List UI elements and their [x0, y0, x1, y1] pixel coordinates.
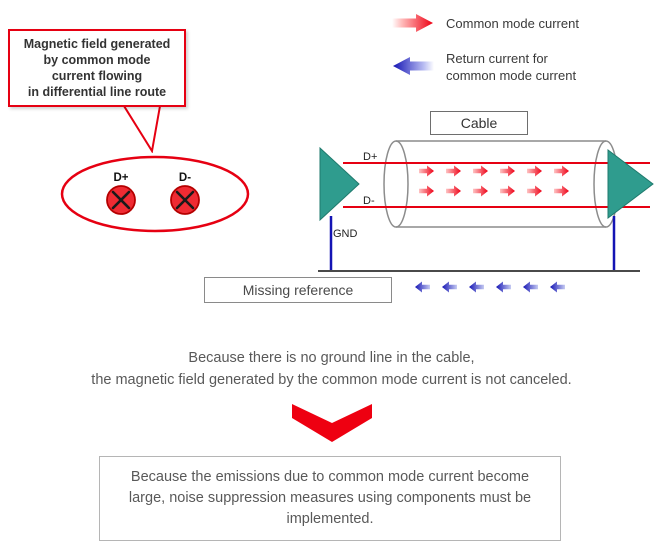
cable-d-minus-label: D-	[363, 195, 375, 207]
explanation-caption: Because there is no ground line in the c…	[0, 347, 663, 391]
callout-line: by common mode	[43, 53, 151, 67]
field-loop-ellipse-icon	[60, 155, 250, 233]
callout-line: Magnetic field generated	[23, 37, 171, 51]
caption-line: Because there is no ground line in the c…	[188, 350, 475, 366]
gnd-label: GND	[333, 228, 358, 240]
return-current-label-line: Return current for	[446, 51, 548, 66]
missing-reference-box: Missing reference	[204, 277, 392, 303]
callout-pointer-icon	[123, 105, 161, 153]
receiver-triangle-icon	[607, 148, 654, 220]
loop-d-minus-label: D-	[179, 172, 191, 184]
return-current-label-line: common mode current	[446, 68, 577, 83]
loop-d-plus-label: D+	[113, 172, 128, 184]
return-current-arrows	[415, 281, 565, 293]
cable-title-box: Cable	[430, 111, 528, 135]
current-into-page-icon	[170, 185, 200, 215]
caption-line: the magnetic field generated by the comm…	[91, 372, 572, 388]
return-current-arrow-icon	[393, 57, 434, 75]
cable-d-plus-label: D+	[363, 151, 377, 163]
callout-box: Magnetic field generated by common mode …	[8, 29, 186, 107]
conclusion-box: Because the emissions due to common mode…	[99, 456, 561, 541]
cable-drawing: D+ D- GND	[318, 140, 654, 293]
common-mode-current-arrow-icon	[392, 14, 433, 32]
return-current-label: Return current for common mode current	[446, 50, 576, 84]
callout-line: in differential line route	[27, 85, 167, 99]
common-mode-current-label: Common mode current	[446, 16, 579, 31]
cable-cylinder-icon	[383, 140, 619, 228]
down-chevron-icon	[292, 404, 372, 442]
driver-triangle-icon	[319, 146, 360, 222]
current-into-page-icon	[106, 185, 136, 215]
magnetic-field-loop: D+ D-	[60, 155, 250, 233]
callout-line: current flowing	[51, 69, 143, 83]
